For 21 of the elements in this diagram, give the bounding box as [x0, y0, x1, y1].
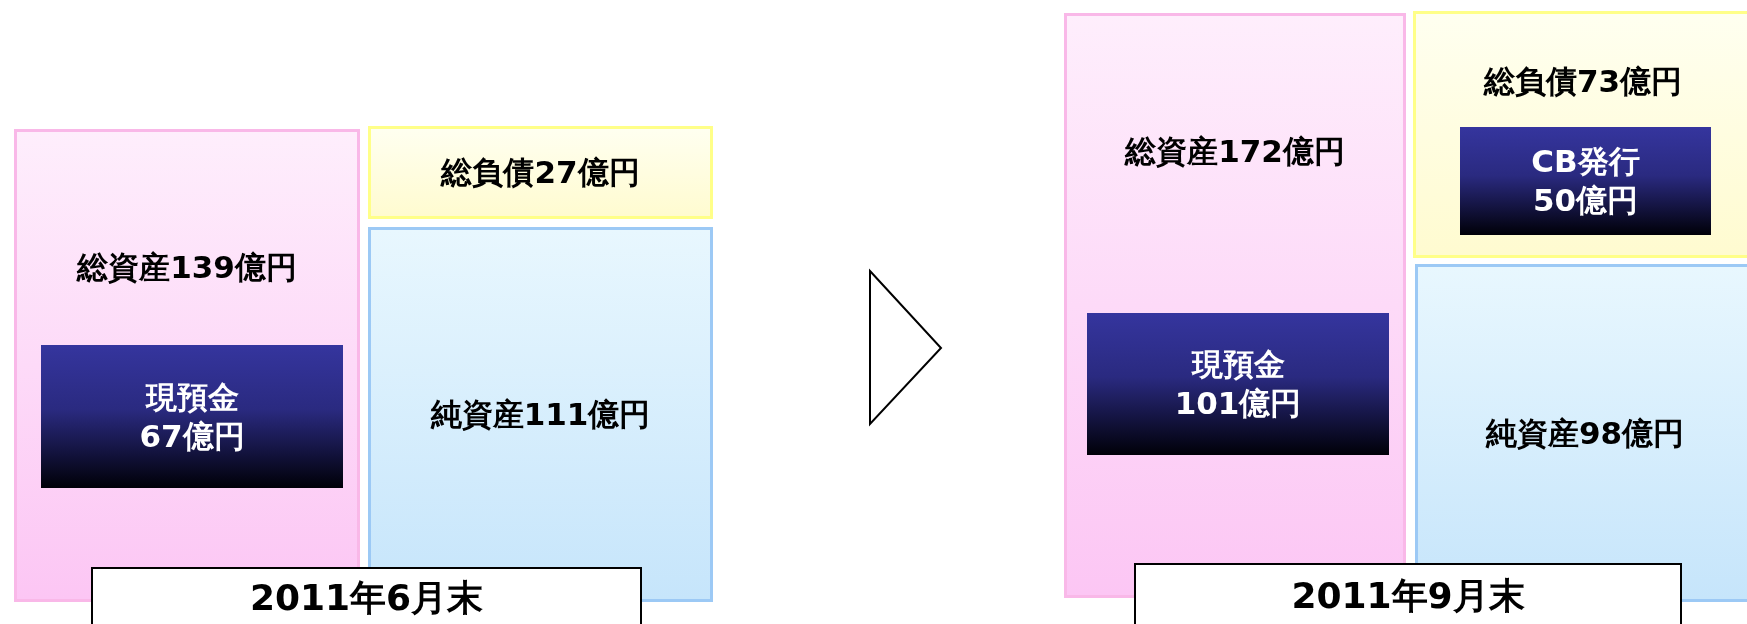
liability-box — [368, 126, 713, 219]
box-label: 総資産172億円 — [1125, 131, 1345, 171]
date-box — [91, 567, 642, 624]
box-label: 総資産139億円 — [77, 247, 297, 287]
liability-box — [1413, 11, 1747, 258]
box-label: 2011年9月末 — [1291, 573, 1525, 618]
cash-box — [1087, 313, 1389, 455]
box-label: 現預金 — [1191, 345, 1285, 384]
box-label: CB発行 — [1531, 142, 1640, 181]
bond-issue-box — [1460, 127, 1711, 235]
box-label: 50億円 — [1532, 181, 1639, 220]
box-label: 純資産111億円 — [430, 395, 651, 434]
box-label: 101億円 — [1174, 384, 1302, 423]
box-label: 67億円 — [139, 416, 245, 456]
box-label: 現預金 — [145, 377, 239, 417]
box-label: 純資産98億円 — [1485, 413, 1685, 453]
box-label: 総負債73億円 — [1483, 61, 1683, 101]
date-box — [1134, 563, 1682, 624]
box-label: 2011年6月末 — [249, 575, 484, 620]
cash-box — [41, 345, 343, 488]
box-label: 総負債27億円 — [441, 153, 640, 192]
